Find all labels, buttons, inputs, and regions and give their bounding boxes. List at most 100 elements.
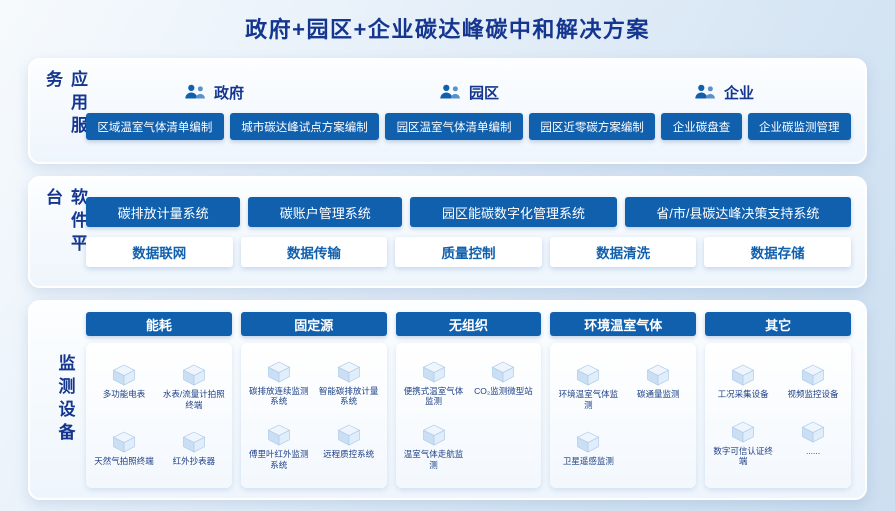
page-title: 政府+园区+企业碳达峰碳中和解决方案 <box>245 17 650 42</box>
device-item-label: 碳通量监测 <box>636 389 680 400</box>
cube-icon <box>491 361 515 383</box>
cube-icon <box>422 361 446 383</box>
device-item: 数字可信认证终端 <box>708 421 778 467</box>
cube-icon <box>576 364 600 386</box>
device-item: 视频监控设备 <box>778 364 848 400</box>
data-step-chip: 质量控制 <box>395 237 542 267</box>
people-icon <box>693 83 717 102</box>
app-service-chip: 区域温室气体清单编制 <box>86 113 224 140</box>
app-service-chip: 企业碳监测管理 <box>747 113 851 140</box>
device-item: 傅里叶红外监测系统 <box>244 424 314 470</box>
device-category-header: 无组织 <box>395 312 542 336</box>
section-label-application-services: 应用服务 <box>43 70 87 152</box>
device-item: 温室气体走航监测 <box>399 424 469 470</box>
device-item-label: 多功能电表 <box>102 389 146 400</box>
cube-icon <box>182 431 206 453</box>
platform-system-chip: 省/市/县碳达峰决策支持系统 <box>624 197 852 227</box>
device-item: 便携式温室气体监测 <box>399 361 469 407</box>
group-name: 园区 <box>468 85 499 102</box>
cube-icon <box>337 361 361 383</box>
device-item: 工况采集设备 <box>708 364 778 400</box>
device-item-label: 便携式温室气体监测 <box>403 385 464 407</box>
app-service-chips-row: 区域温室气体清单编制 城市碳达峰试点方案编制 园区温室气体清单编制 园区近零碳方… <box>86 113 851 140</box>
device-item: 水表/流量计拍照终端 <box>159 364 229 410</box>
device-item: 环境温室气体监测 <box>553 364 623 410</box>
device-item-label: 红外抄表器 <box>172 456 216 467</box>
cube-icon <box>731 421 755 443</box>
cube-icon <box>182 364 206 386</box>
device-card: 碳排放连续监测系统 智能碳排放计量系统 傅里叶红外监测系统 远程质控系 <box>240 343 387 488</box>
device-item-label: 傅里叶红外监测系统 <box>248 449 309 470</box>
data-steps-row: 数据联网 数据传输 质量控制 数据清洗 数据存储 <box>86 237 851 267</box>
device-item: 红外抄表器 <box>159 431 229 467</box>
device-item: ...... <box>778 421 848 467</box>
cube-icon <box>801 421 825 443</box>
people-icon <box>438 83 462 102</box>
cube-icon <box>731 364 755 386</box>
cube-icon <box>576 431 600 453</box>
device-category-header: 固定源 <box>240 312 387 336</box>
cube-icon <box>112 431 136 453</box>
platform-system-chip: 园区能碳数字化管理系统 <box>410 197 617 227</box>
device-item-label: 环境温室气体监测 <box>558 389 619 410</box>
device-item: 碳排放连续监测系统 <box>244 361 314 407</box>
data-step-chip: 数据存储 <box>704 237 851 267</box>
group-government: 政府 <box>86 82 341 103</box>
device-item-label: 温室气体走航监测 <box>403 449 464 470</box>
cube-icon <box>801 364 825 386</box>
group-enterprise: 企业 <box>596 82 851 103</box>
device-item: CO₂监测微型站 <box>468 361 538 407</box>
device-columns-row: 能耗 多功能电表 水表/流量计拍照终端 天然气拍照终端 <box>86 312 851 488</box>
device-item-label: 远程质控系统 <box>323 449 375 460</box>
device-category-header: 环境温室气体 <box>550 312 697 336</box>
device-card: 环境温室气体监测 碳通量监测 卫星遥感监测 <box>550 343 697 488</box>
device-item-label: 工况采集设备 <box>717 389 769 400</box>
device-column-fugitive: 无组织 便携式温室气体监测 CO₂监测微型站 温室气体走航监测 <box>395 312 542 488</box>
section-label-text: 应用服务 <box>43 70 87 139</box>
device-item-label: CO₂监测微型站 <box>474 385 533 396</box>
group-name: 企业 <box>723 85 754 102</box>
cube-icon <box>267 361 291 383</box>
app-service-chip: 企业碳盘查 <box>661 113 742 140</box>
people-icon <box>183 83 207 102</box>
group-name: 政府 <box>213 85 244 102</box>
device-column-other: 其它 工况采集设备 视频监控设备 数字可信认证终端 <box>705 312 851 488</box>
software-platform-content: 碳排放计量系统 碳账户管理系统 园区能碳数字化管理系统 省/市/县碳达峰决策支持… <box>86 188 852 276</box>
device-item-label: ...... <box>805 445 821 456</box>
device-item: 智能碳排放计量系统 <box>314 361 384 407</box>
section-label-text: 软件平台 <box>43 188 87 257</box>
data-step-chip: 数据传输 <box>240 237 388 267</box>
section-software-platform: 软件平台 碳排放计量系统 碳账户管理系统 园区能碳数字化管理系统 省/市/县碳达… <box>28 176 867 288</box>
section-label-software-platform: 软件平台 <box>43 188 87 276</box>
device-item: 多功能电表 <box>89 364 159 410</box>
section-application-services: 应用服务 政府 园区 企业 区域温室气体清单编制 城市碳达峰试点方案编制 <box>28 58 867 164</box>
device-item-label: 天然气拍照终端 <box>94 456 154 467</box>
device-column-stationary-source: 固定源 碳排放连续监测系统 智能碳排放计量系统 傅里叶红外监测系统 <box>240 312 387 488</box>
device-item-label: 碳排放连续监测系统 <box>248 385 309 407</box>
device-item: 远程质控系统 <box>314 424 384 470</box>
group-park: 园区 <box>341 82 596 103</box>
section-label-text: 监测设备 <box>55 354 75 446</box>
device-category-header: 能耗 <box>86 312 232 336</box>
section-label-monitoring-devices: 监测设备 <box>44 312 86 488</box>
device-item: 天然气拍照终端 <box>89 431 159 467</box>
device-item-label: 水表/流量计拍照终端 <box>162 389 225 410</box>
device-column-energy: 能耗 多功能电表 水表/流量计拍照终端 天然气拍照终端 <box>86 312 232 488</box>
device-item-label: 视频监控设备 <box>787 389 839 400</box>
device-card: 便携式温室气体监测 CO₂监测微型站 温室气体走航监测 <box>395 343 542 488</box>
cube-icon <box>337 424 361 446</box>
platform-systems-row: 碳排放计量系统 碳账户管理系统 园区能碳数字化管理系统 省/市/县碳达峰决策支持… <box>86 197 852 227</box>
device-item-label: 智能碳排放计量系统 <box>318 385 379 407</box>
device-card: 多功能电表 水表/流量计拍照终端 天然气拍照终端 红外抄表器 <box>86 343 232 488</box>
data-step-chip: 数据清洗 <box>549 237 697 267</box>
data-step-chip: 数据联网 <box>86 237 233 267</box>
application-services-content: 政府 园区 企业 区域温室气体清单编制 城市碳达峰试点方案编制 园区温室气体清单… <box>86 70 851 152</box>
cube-icon <box>112 364 136 386</box>
monitoring-devices-content: 能耗 多功能电表 水表/流量计拍照终端 天然气拍照终端 <box>86 312 851 488</box>
device-item-label: 数字可信认证终端 <box>713 445 773 467</box>
cube-icon <box>267 424 291 446</box>
device-category-header: 其它 <box>705 312 851 336</box>
platform-system-chip: 碳账户管理系统 <box>248 197 403 227</box>
device-column-ambient-ghg: 环境温室气体 环境温室气体监测 碳通量监测 卫星遥感监测 <box>550 312 697 488</box>
